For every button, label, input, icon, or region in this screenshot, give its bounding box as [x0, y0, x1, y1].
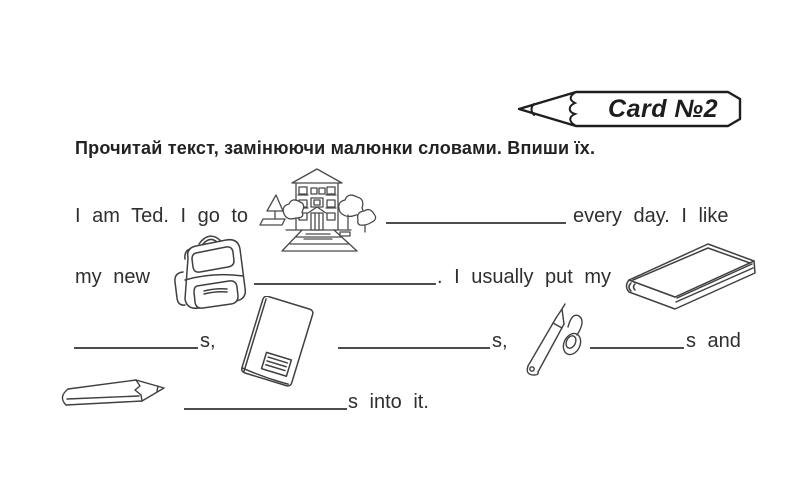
answer-blank-4[interactable] — [338, 327, 490, 349]
exercise-text-line3-plural1: s, — [200, 330, 216, 352]
school-drawing — [259, 168, 377, 252]
pen-drawing — [526, 303, 583, 376]
exercise-text-line2-mid: . I usually put my — [437, 266, 612, 288]
card-banner — [516, 88, 744, 130]
answer-blank-2[interactable] — [254, 263, 436, 285]
pencil-drawing — [61, 379, 165, 406]
answer-blank-5[interactable] — [590, 327, 684, 349]
answer-blank-6[interactable] — [184, 388, 347, 410]
exercise-text-line2-start: my new — [75, 266, 150, 288]
answer-blank-1[interactable] — [386, 202, 566, 224]
pencil-banner-icon — [517, 90, 742, 128]
book-drawing — [625, 243, 756, 310]
exercise-text-line3-plural2: s, — [492, 330, 508, 352]
exercise-text-line1-end: every day. I like — [573, 205, 729, 227]
exercise-text-line1-start: I am Ted. I go to — [75, 205, 249, 227]
card-banner-label: Card №2 — [608, 95, 718, 123]
exercise-text-line3-end: s and — [686, 330, 741, 352]
notebook-drawing — [240, 296, 314, 387]
backpack-drawing — [174, 235, 247, 310]
instruction-text: Прочитай текст, замінюючи малюнки словам… — [75, 138, 596, 158]
answer-blank-3[interactable] — [74, 327, 198, 349]
exercise-text-line4-end: s into it. — [348, 391, 429, 413]
